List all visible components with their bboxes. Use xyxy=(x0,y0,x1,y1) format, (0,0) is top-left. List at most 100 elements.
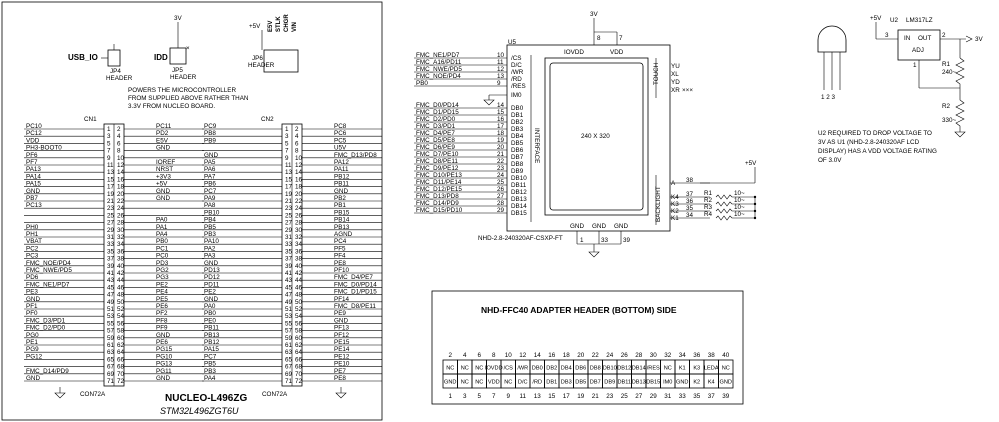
backlight-pin-name: K3 xyxy=(671,201,679,208)
cn2-right-net: FMC_D8/PE11 xyxy=(334,303,376,310)
cn2-right-net: FMC_D1/PD15 xyxy=(334,289,377,296)
ffc-row2-label: DB7 xyxy=(590,380,601,386)
u5-iovdd: IOVDD xyxy=(564,49,584,56)
u5-pin-number: 26 xyxy=(497,186,505,193)
cn1-odd-pin: 53 xyxy=(107,313,115,320)
r2-value: 330~ xyxy=(942,117,957,124)
ffc-row2-label: K2 xyxy=(693,380,700,386)
cn2-right-net: FMC_D0/PD14 xyxy=(334,281,377,288)
u5-gnd-pin-33: 33 xyxy=(601,237,609,244)
cn2-odd-pin: 43 xyxy=(285,277,293,284)
ffc-adapter-block: NHD-FFC40 ADAPTER HEADER (BOTTOM) SIDE 2… xyxy=(431,290,744,405)
ffc-row1-label: DB4 xyxy=(561,366,572,372)
ffc-row1-label: DB0 xyxy=(532,366,543,372)
cn2-even-pin: 12 xyxy=(295,162,303,169)
cn2-left-net: PB5 xyxy=(204,224,216,231)
cn2-odd-pin: 59 xyxy=(285,335,293,342)
jp6-body xyxy=(263,49,299,73)
ffc-row1-label: /RES xyxy=(647,366,660,372)
cn1-right-net: PC11 xyxy=(156,123,172,130)
cn1-right-net: GND xyxy=(156,375,170,382)
cn1-even-pin: 58 xyxy=(117,328,125,335)
cn2-right-net: PC5 xyxy=(334,137,347,144)
cn1-odd-pin: 19 xyxy=(107,191,115,198)
cn2-odd-pin: 45 xyxy=(285,284,293,291)
u5-3v-label: 3V xyxy=(590,11,599,18)
cn2-odd-pin: 29 xyxy=(285,227,293,234)
jp4-type: HEADER xyxy=(106,75,133,82)
cn2-right-net: PE10 xyxy=(334,361,350,368)
ffc-top-pin-number: 4 xyxy=(463,352,467,359)
backlight-resistor xyxy=(715,194,755,200)
u5-pin-number: 10 xyxy=(497,52,505,59)
backlight-resistor-label: R4 xyxy=(704,211,713,218)
cn2-right-net: PB12 xyxy=(334,173,350,180)
u5-pin-number: 16 xyxy=(497,116,505,123)
backlight-pin-name: K2 xyxy=(671,208,679,215)
ffc-row2-label: DB3 xyxy=(561,380,572,386)
cn2-right-net: PF10 xyxy=(334,267,350,274)
touch-yu: YU xyxy=(671,63,680,70)
cn1-left-net: PC12 xyxy=(26,130,42,137)
lcd-resolution: 240 X 320 xyxy=(581,133,610,140)
cn2-even-pin: 4 xyxy=(295,133,299,140)
backlight-pin-name: K1 xyxy=(671,215,679,222)
nucleo-subtitle: STM32L496ZGT6U xyxy=(160,406,239,416)
u5-pin-name: DB15 xyxy=(511,210,527,217)
ffc-row1-label: DB6 xyxy=(575,366,586,372)
ffc-bottom-pin-number: 39 xyxy=(722,393,730,400)
ffc-bottom-pin-number: 33 xyxy=(679,393,687,400)
cn2-right-net: PB2 xyxy=(334,195,346,202)
jp6-chgr: CHGR xyxy=(284,14,290,32)
cn1-left-net: PB7 xyxy=(26,195,38,202)
reg-part: LM317LZ xyxy=(906,17,933,24)
cn1-right-net: PG15 xyxy=(156,346,173,353)
cn2-odd-pin: 17 xyxy=(285,184,293,191)
u5-pin-name: DB11 xyxy=(511,182,527,189)
u5-pin-name: DB13 xyxy=(511,196,527,203)
u5-lcd-block: 3V 8 7 U5 IOVDD VDD 240 X 320 INTERFACE … xyxy=(414,11,757,258)
regulator-block: 1 2 3 +5V U2 LM317LZ 3 2 IN OUT ADJ 3V 1… xyxy=(817,15,984,164)
cn2-even-pin: 30 xyxy=(295,227,303,234)
cn2-even-pin: 56 xyxy=(295,320,303,327)
cn1-even-pin: 6 xyxy=(117,140,121,147)
cn1-even-pin: 38 xyxy=(117,256,125,263)
ffc-row2-label: DB1 xyxy=(546,380,557,386)
cn2-even-pin: 48 xyxy=(295,292,303,299)
r1-value: 240~ xyxy=(942,69,957,76)
ffc-row2-label: GND xyxy=(444,380,456,386)
cn2-right-net: PE7 xyxy=(334,368,346,375)
cn1-right-net: PE2 xyxy=(156,281,168,288)
cn2-odd-pin: 19 xyxy=(285,191,293,198)
cn1-even-pin: 68 xyxy=(117,364,125,371)
touch-yd: YD xyxy=(671,79,680,86)
cn2-even-pin: 64 xyxy=(295,349,303,356)
cn1-right-net: PF9 xyxy=(156,325,168,332)
u5-pin-name: DB8 xyxy=(511,161,524,168)
backlight-pin-number: 34 xyxy=(686,212,694,219)
cn1-odd-pin: 17 xyxy=(107,184,115,191)
ffc-top-pin-number: 30 xyxy=(650,352,658,359)
ffc-row1-label: DB2 xyxy=(546,366,557,372)
cn1-left-net: GND xyxy=(26,188,40,195)
cn2-left-net: PB12 xyxy=(204,339,220,346)
ffc-row2-label: NC xyxy=(461,380,469,386)
usb-io-label: USB_IO xyxy=(68,53,98,62)
u5-gnd-2: GND xyxy=(592,223,606,230)
cn1-odd-pin: 67 xyxy=(107,364,115,371)
cn1-right-net: GND xyxy=(156,145,170,152)
ffc-row2-label: DB9 xyxy=(604,380,615,386)
reg-pin-2: 2 xyxy=(942,32,946,39)
cn2-even-pin: 38 xyxy=(295,256,303,263)
cn2-right-net: PC8 xyxy=(334,123,347,130)
cn1-right-net: PC1 xyxy=(156,245,169,252)
cn1-even-pin: 8 xyxy=(117,148,121,155)
cn2-right-net: PA12 xyxy=(334,159,349,166)
u5-part-number: NHD-2.8-240320AF-CSXP-FT xyxy=(478,235,563,242)
cn1-right-net: NRST xyxy=(156,166,173,173)
cn2-left-net: PE0 xyxy=(204,317,216,324)
u5-pin-number: 12 xyxy=(497,66,505,73)
cn1-odd-pin: 43 xyxy=(107,277,115,284)
cn1-odd-pin: 69 xyxy=(107,371,115,378)
